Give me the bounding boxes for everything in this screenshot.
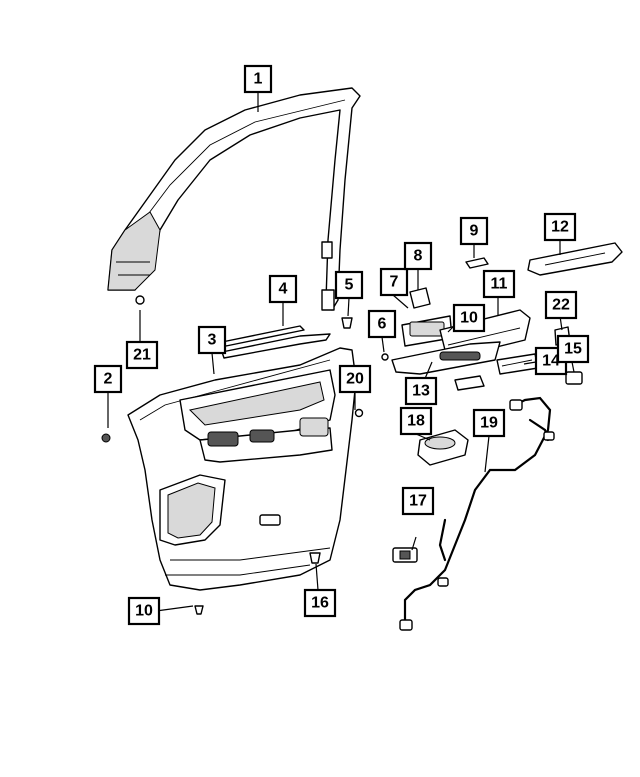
- callout-13: 13: [404, 376, 438, 406]
- part-switch-17: [392, 547, 418, 563]
- callout-17-label: 17: [409, 493, 427, 510]
- callout-12: 12: [543, 212, 577, 242]
- part-cup-holder-18: [417, 429, 469, 466]
- part-grille-14: [496, 353, 539, 375]
- callout-20-label: 20: [346, 371, 364, 388]
- callout-6: 6: [367, 309, 397, 339]
- callout-17: 17: [401, 486, 435, 516]
- part-door-trim-panel: [127, 347, 364, 591]
- callout-10-lower: 10: [127, 596, 161, 626]
- callout-16: 16: [303, 588, 337, 618]
- callout-4: 4: [268, 274, 298, 304]
- callout-6-label: 6: [378, 316, 387, 333]
- callout-21: 21: [125, 340, 159, 370]
- callout-15: 15: [556, 334, 590, 364]
- part-pull-cup-13: [391, 341, 501, 375]
- callout-5-label: 5: [345, 277, 354, 294]
- callout-3-label: 3: [208, 332, 217, 349]
- callout-22-label: 22: [552, 297, 570, 314]
- callout-10-lower-label: 10: [135, 603, 153, 620]
- callout-13-label: 13: [412, 383, 430, 400]
- callout-19-label: 19: [480, 415, 498, 432]
- callout-16-label: 16: [311, 595, 329, 612]
- callout-18-label: 18: [407, 413, 425, 430]
- callout-11-label: 11: [491, 276, 508, 293]
- callout-20: 20: [338, 364, 372, 394]
- callout-18: 18: [399, 406, 433, 436]
- callout-15-label: 15: [564, 341, 582, 358]
- part-trim-12: [527, 242, 623, 276]
- callout-1-label: 1: [254, 71, 263, 88]
- part-switch-9: [465, 257, 489, 269]
- part-fastener-6: [381, 353, 389, 361]
- part-insert-13: [454, 375, 485, 391]
- part-fastener-10b: [194, 605, 204, 615]
- callout-12-label: 12: [551, 219, 569, 236]
- callout-7: 7: [379, 267, 409, 297]
- part-wiring-harness-19: [399, 396, 555, 631]
- callout-22: 22: [544, 290, 578, 320]
- callout-14-label: 14: [542, 353, 560, 370]
- callout-2: 2: [93, 364, 123, 394]
- callout-10-upper: 10: [452, 303, 486, 333]
- callout-2-label: 2: [104, 371, 113, 388]
- part-fastener-16: [309, 552, 321, 564]
- callout-9-label: 9: [470, 223, 479, 240]
- leader-lines: [107, 92, 575, 612]
- callout-1: 1: [243, 64, 273, 94]
- callout-21-label: 21: [133, 347, 151, 364]
- callout-3: 3: [197, 325, 227, 355]
- part-fastener-21: [135, 295, 145, 305]
- callout-7-label: 7: [390, 274, 399, 291]
- callout-19: 19: [472, 408, 506, 438]
- part-belt-molding: [221, 333, 331, 359]
- callout-4-label: 4: [279, 281, 288, 298]
- callout-10-upper-label: 10: [460, 310, 478, 327]
- callout-5: 5: [334, 270, 364, 300]
- callout-9: 9: [459, 216, 489, 246]
- callout-8: 8: [403, 241, 433, 271]
- callout-8-label: 8: [414, 248, 423, 265]
- part-door-frame-seal: [107, 87, 361, 311]
- callout-11: 11: [482, 269, 516, 299]
- part-fastener-2: [101, 433, 111, 443]
- part-switch-bezel-7: [401, 315, 453, 347]
- part-clip-5: [341, 317, 353, 329]
- part-switch-15: [565, 371, 583, 385]
- part-cover-8: [409, 287, 431, 309]
